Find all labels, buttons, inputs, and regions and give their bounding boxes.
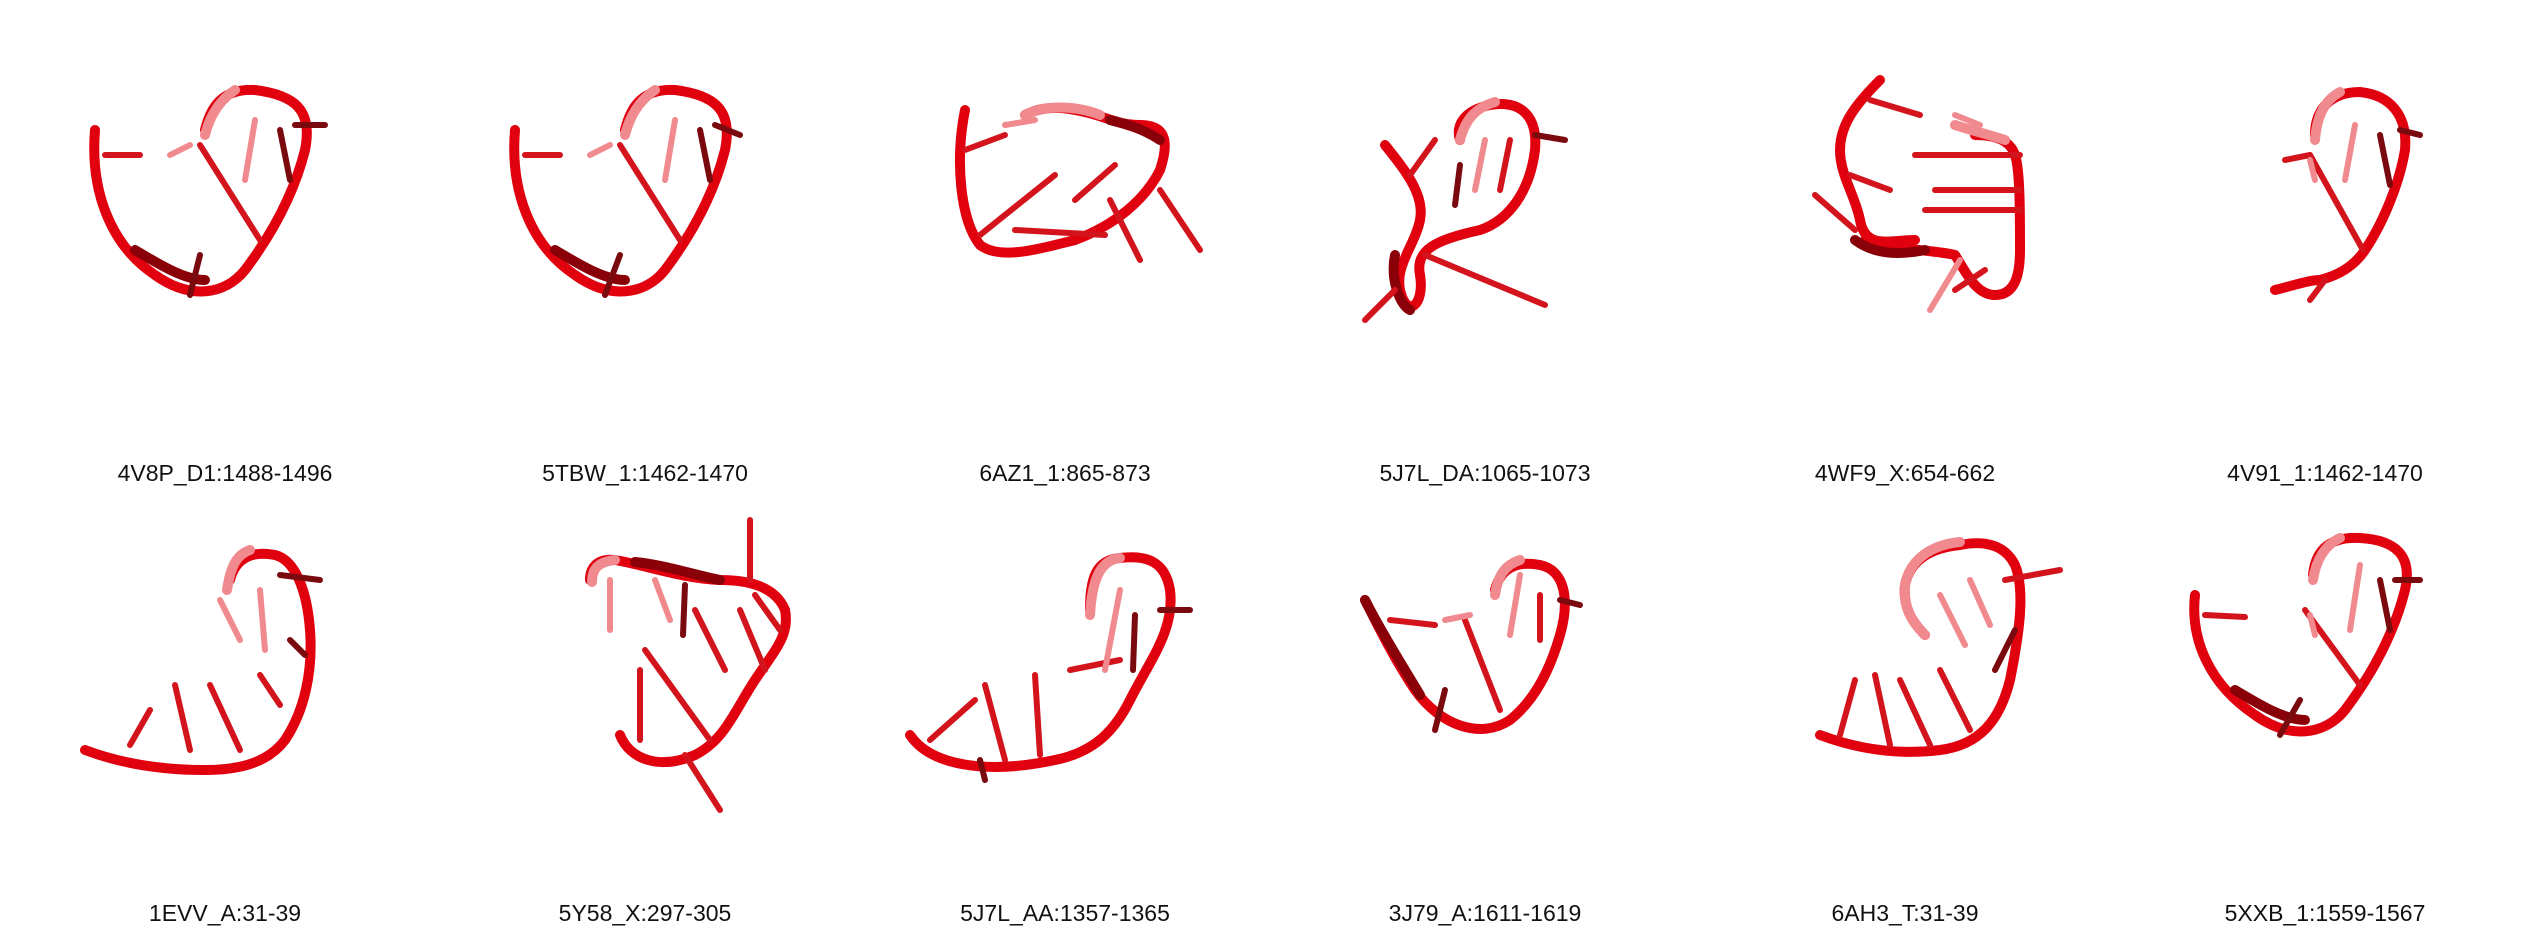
structure-panel: 5J7L_DA:1065-1073	[1275, 60, 1695, 500]
structure-panel: 4V91_1:1462-1470	[2115, 60, 2535, 500]
structure-label: 4V91_1:1462-1470	[2227, 460, 2423, 486]
structure-label: 4WF9_X:654-662	[1814, 460, 1996, 486]
structure-panel: 5J7L_AA:1357-1365	[855, 500, 1275, 940]
structure-label: 5XXB_1:1559-1567	[2224, 900, 2426, 926]
structure-panel: 1EVV_A:31-39	[15, 500, 435, 940]
rna-hairpin-structure	[2270, 87, 2423, 303]
rna-hairpin-structure	[955, 102, 1203, 263]
rna-hairpin-structure	[89, 84, 328, 298]
structure-panel: 5XXB_1:1559-1567	[2115, 500, 2535, 940]
rna-hairpin-structure	[80, 545, 323, 775]
rna-hairpin-structure	[1360, 555, 1583, 734]
structure-label: 6AZ1_1:865-873	[979, 460, 1151, 486]
rna-hairpin-structure	[1362, 97, 1568, 323]
rna-hairpin-structure	[905, 552, 1193, 783]
structure-label: 5TBW_1:1462-1470	[542, 460, 748, 486]
structure-panel: 5TBW_1:1462-1470	[435, 60, 855, 500]
rna-hairpin-structure	[1815, 537, 2063, 757]
structure-panel: 4WF9_X:654-662	[1695, 60, 2115, 500]
structure-panel: 6AH3_T:31-39	[1695, 500, 2115, 940]
rna-hairpin-structure	[2189, 532, 2423, 738]
structure-label: 6AH3_T:31-39	[1831, 900, 1979, 926]
structure-panel: 4V8P_D1:1488-1496	[15, 60, 435, 500]
structure-label: 5J7L_DA:1065-1073	[1379, 460, 1591, 486]
structure-label: 5J7L_AA:1357-1365	[960, 900, 1170, 926]
structure-label: 3J79_A:1611-1619	[1388, 900, 1582, 926]
structure-label: 4V8P_D1:1488-1496	[117, 460, 333, 486]
rna-hairpin-structure	[585, 517, 791, 813]
rna-hairpin-structure	[1812, 75, 2025, 313]
structure-label: 5Y58_X:297-305	[558, 900, 732, 926]
structure-label: 1EVV_A:31-39	[148, 900, 302, 926]
structure-panel: 3J79_A:1611-1619	[1275, 500, 1695, 940]
rna-hairpin-structure	[509, 84, 743, 298]
structure-panel: 6AZ1_1:865-873	[855, 60, 1275, 500]
structure-panel: 5Y58_X:297-305	[435, 500, 855, 940]
